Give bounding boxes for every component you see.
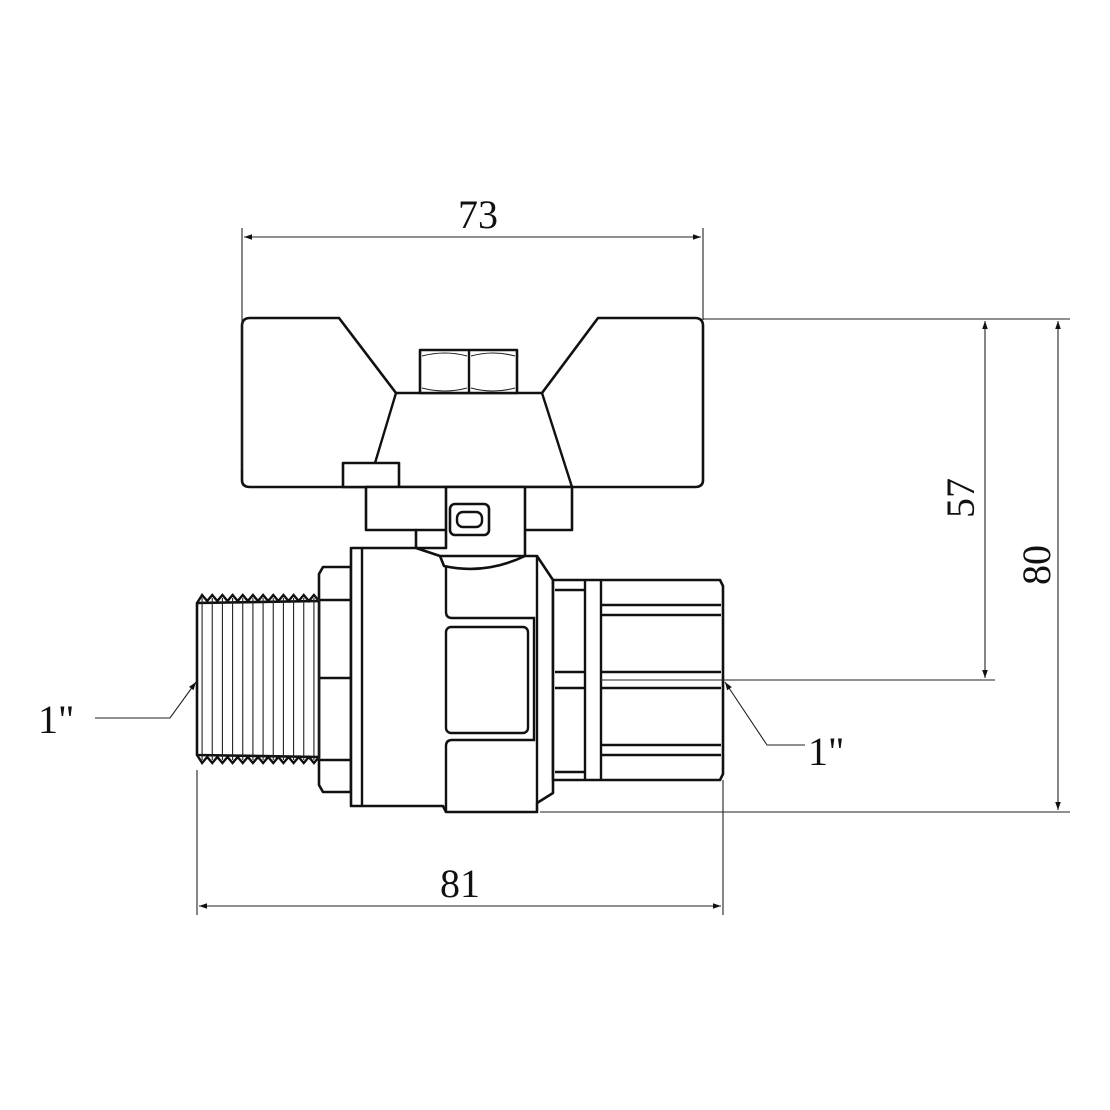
- butterfly-handle: [240, 316, 705, 489]
- thread-crest: [195, 592, 320, 604]
- dim-81-label: 81: [440, 861, 480, 906]
- thread-crest: [195, 754, 320, 766]
- stop-tab: [341, 461, 401, 489]
- male-thread-label: 1": [38, 697, 74, 742]
- dim-80-label: 80: [1014, 545, 1059, 585]
- thread-body: [195, 599, 321, 759]
- female-thread-label: 1": [808, 729, 844, 774]
- valve-body: [349, 546, 555, 814]
- dim-57-label: 57: [938, 478, 983, 518]
- dimension-lines: [95, 228, 1070, 915]
- male-thread: [195, 592, 321, 766]
- stem: [364, 485, 574, 558]
- left-hex: [317, 565, 353, 794]
- hex-nut: [418, 348, 519, 395]
- dim-73-label: 73: [458, 192, 498, 237]
